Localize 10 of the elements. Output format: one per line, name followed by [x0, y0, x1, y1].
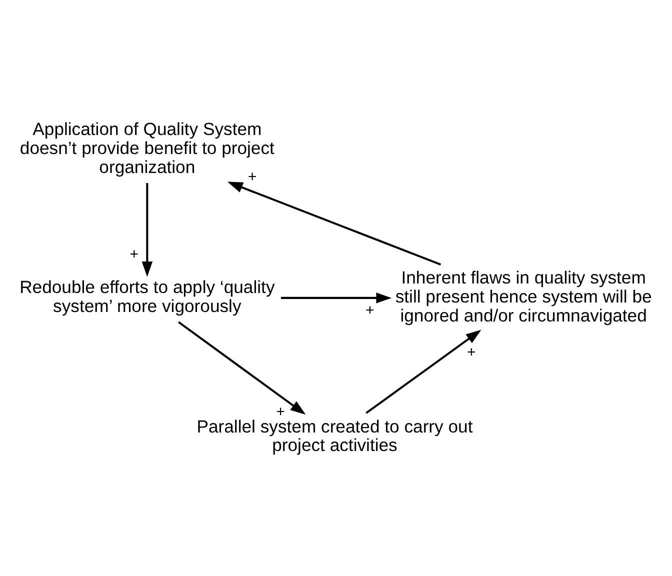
edge-label: + — [366, 301, 374, 318]
arrow — [366, 329, 482, 414]
node-text: Redouble efforts to apply ‘quality system’ more vigorously — [20, 276, 275, 316]
arrow — [178, 320, 306, 414]
edge-label: + — [130, 246, 139, 263]
arrow — [280, 292, 392, 303]
arrow — [227, 181, 442, 265]
arrow — [142, 182, 153, 276]
edge-label: + — [466, 343, 476, 360]
node-text: Inherent flaws in quality system still present hence system will be ignored and/or circumnavigated — [395, 267, 652, 325]
